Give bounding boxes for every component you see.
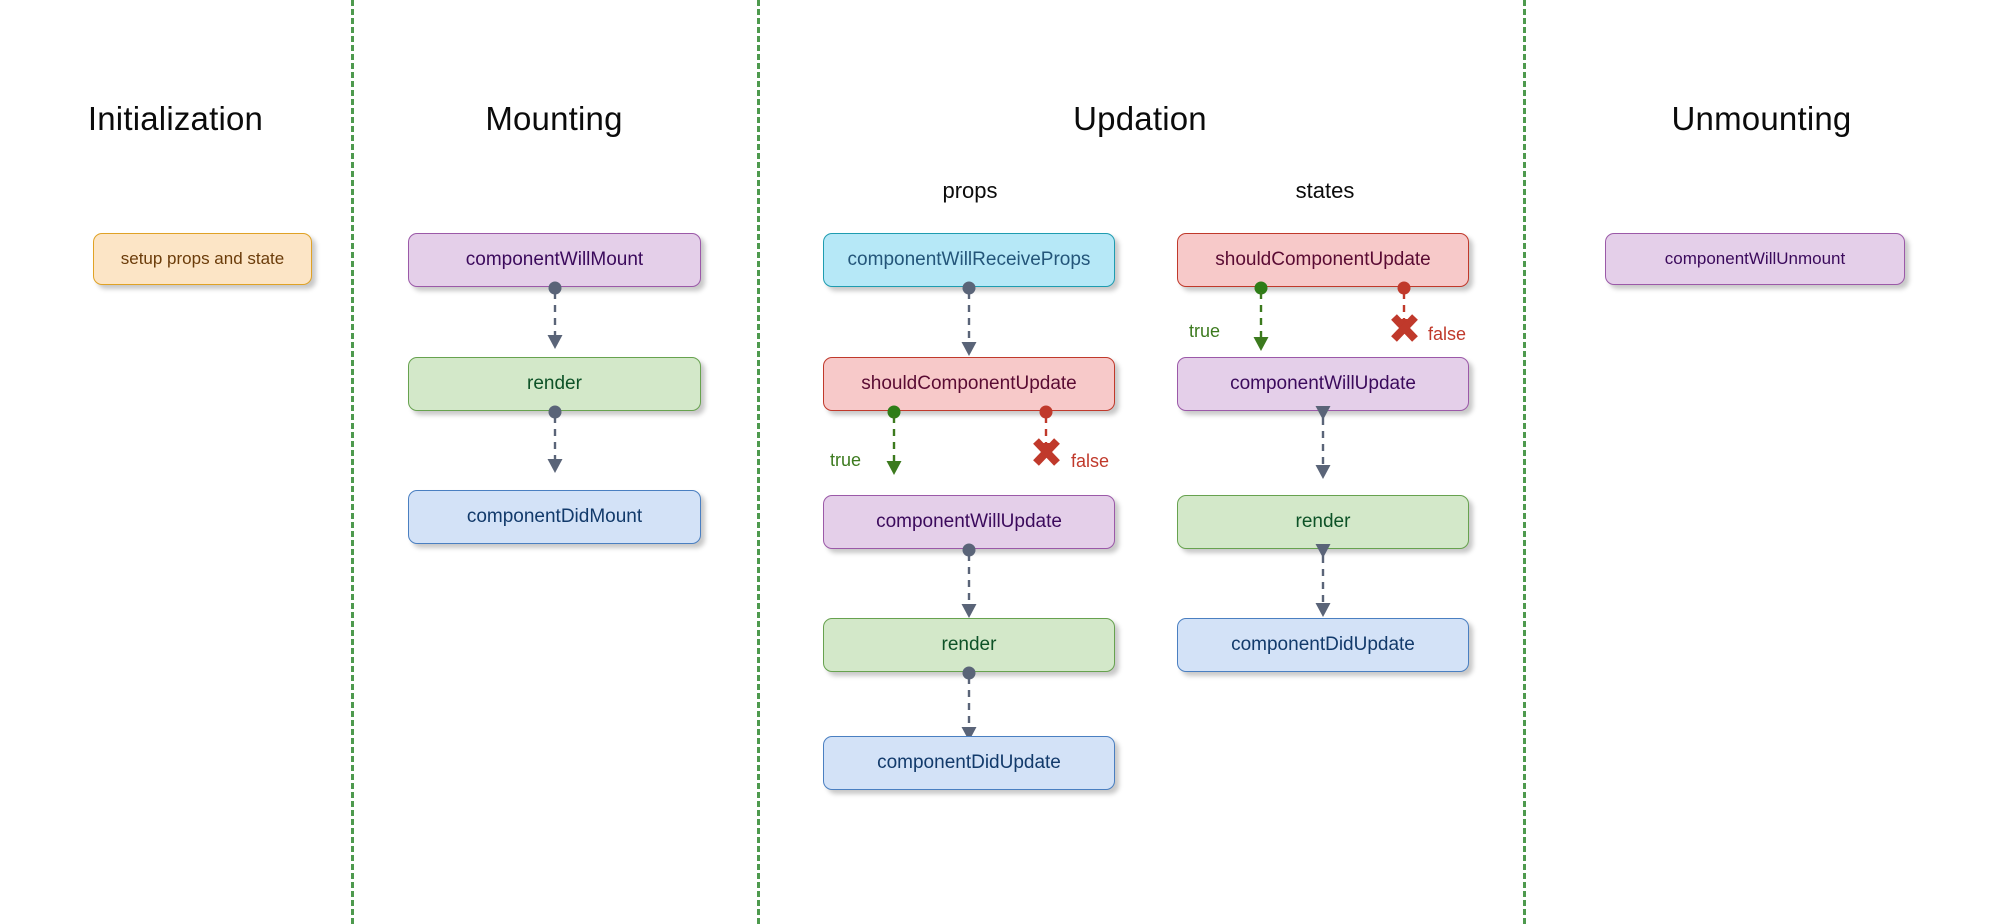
section-title-updation: Updation bbox=[1073, 100, 1207, 137]
connector-will-update-to-render-props bbox=[954, 543, 984, 625]
connector-will-update-to-render-states bbox=[1308, 406, 1338, 486]
connector-will-receive-props-to-scu bbox=[954, 281, 984, 363]
node-component-did-update-props[interactable]: componentDidUpdate bbox=[823, 736, 1115, 790]
node-component-will-update-states[interactable]: componentWillUpdate bbox=[1177, 357, 1469, 411]
connector-render-to-did-mount bbox=[540, 405, 570, 477]
subsection-title-states: states bbox=[1295, 178, 1355, 203]
node-should-component-update-states[interactable]: shouldComponentUpdate bbox=[1177, 233, 1469, 287]
node-component-will-mount[interactable]: componentWillMount bbox=[408, 233, 701, 287]
connector-render-to-did-update-props bbox=[954, 666, 984, 748]
connector-props-false-branch bbox=[1031, 405, 1077, 473]
node-component-did-mount[interactable]: componentDidMount bbox=[408, 490, 701, 544]
branch-label-props-true: true bbox=[830, 450, 862, 470]
connector-props-true-branch bbox=[879, 405, 909, 479]
section-title-unmounting: Unmounting bbox=[1671, 100, 1852, 137]
branch-label-states-true: true bbox=[1189, 321, 1221, 341]
node-component-will-receive-props[interactable]: componentWillReceiveProps bbox=[823, 233, 1115, 287]
branch-label-props-false: false bbox=[1071, 451, 1110, 471]
branch-label-states-false: false bbox=[1428, 324, 1467, 344]
node-component-will-unmount[interactable]: componentWillUnmount bbox=[1605, 233, 1905, 285]
section-divider-1 bbox=[351, 0, 354, 924]
connector-will-mount-to-render bbox=[540, 281, 570, 353]
node-should-component-update-props[interactable]: shouldComponentUpdate bbox=[823, 357, 1115, 411]
connector-states-true-branch bbox=[1246, 281, 1276, 355]
node-render-props[interactable]: render bbox=[823, 618, 1115, 672]
subsection-title-props: props bbox=[942, 178, 998, 203]
section-divider-2 bbox=[757, 0, 760, 924]
node-setup-props-and-state[interactable]: setup props and state bbox=[93, 233, 312, 285]
section-title-mounting: Mounting bbox=[485, 100, 623, 137]
node-render-states[interactable]: render bbox=[1177, 495, 1469, 549]
node-render-mounting[interactable]: render bbox=[408, 357, 701, 411]
section-divider-3 bbox=[1523, 0, 1526, 924]
connector-render-to-did-update-states bbox=[1308, 544, 1338, 624]
node-component-will-update-props[interactable]: componentWillUpdate bbox=[823, 495, 1115, 549]
section-title-initialization: Initialization bbox=[87, 100, 264, 137]
connector-states-false-branch bbox=[1389, 281, 1435, 349]
node-component-did-update-states[interactable]: componentDidUpdate bbox=[1177, 618, 1469, 672]
